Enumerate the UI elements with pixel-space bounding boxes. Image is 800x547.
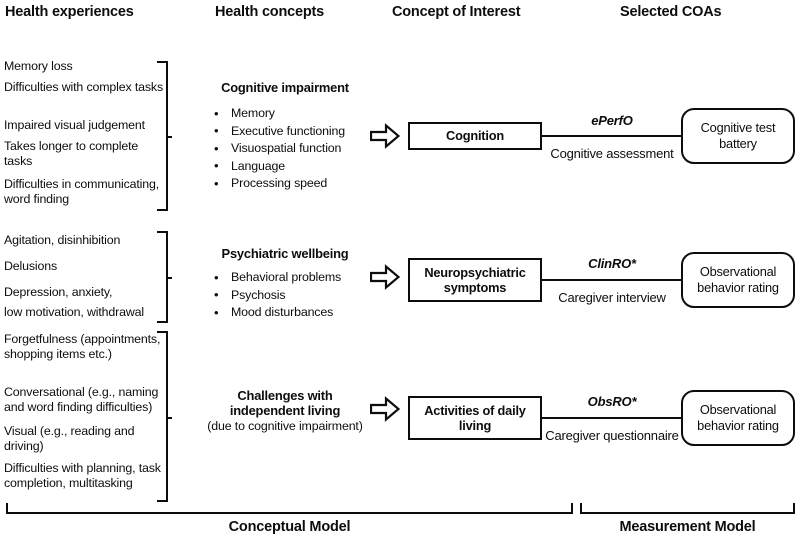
coa-type-label-eperfo: ePerfO [591,113,633,128]
health-experience-item: Depression, anxiety, [4,285,113,299]
health-experience-item: Impaired visual judgement [4,118,145,132]
group-bracket-psychiatric [157,231,172,323]
coa-method-label-caregiver-questionnaire: Caregiver questionnaire [545,428,679,443]
group-bracket-adl [157,331,172,502]
health-experience-item: Conversational (e.g., naming and word fi… [4,385,159,414]
column-header-health-experiences: Health experiences [5,4,134,20]
coa-box-cognitive-test-battery[interactable]: Cognitive test battery [681,108,795,164]
concept-of-interest-box-neuropsychiatric-symptoms[interactable]: Neuropsychiatric symptoms [408,258,542,302]
bottom-bracket-conceptual-model [6,503,573,514]
coa-box-observational-behavior-rating-2[interactable]: Observational behavior rating [681,390,795,446]
concept-title-cognitive-impairment: Cognitive impairment [221,80,349,95]
concept-bullet: Language [212,157,345,176]
concept-title-independent-living: Challenges with independent living [229,388,341,419]
coa-type-label-clinro: ClinRO* [588,256,636,271]
health-experience-item: Forgetfulness (appointments, shopping it… [4,332,161,361]
concept-bullet: Executive functioning [212,122,345,141]
concept-bullet: Psychosis [212,286,341,305]
bottom-label-conceptual-model: Conceptual Model [228,519,351,535]
health-experience-item: low motivation, withdrawal [4,305,145,319]
health-experience-item: Visual (e.g., reading and driving) [4,424,135,453]
concept-of-interest-box-activities-of-daily-living[interactable]: Activities of daily living [408,396,542,440]
health-experience-item: Difficulties with planning, task complet… [4,461,161,490]
concept-bullet: Memory [212,105,345,123]
concept-bullet: Visuospatial function [212,140,345,158]
concept-bullet-list-cognitive: Memory Executive functioning Visuospatia… [212,105,345,193]
bottom-bracket-measurement-model [580,503,795,514]
concept-title-psychiatric-wellbeing: Psychiatric wellbeing [221,246,349,261]
concept-bullet-list-psychiatric: Behavioral problems Psychosis Mood distu… [212,269,341,322]
coa-method-label-caregiver-interview: Caregiver interview [558,290,666,305]
connector-line-cognition [542,135,682,137]
coa-box-observational-behavior-rating-1[interactable]: Observational behavior rating [681,252,795,308]
bracket-tick [166,416,172,419]
health-experience-item: Agitation, disinhibition [4,233,121,247]
concept-bullet: Behavioral problems [212,269,341,287]
group-bracket-cognitive [157,61,172,211]
coa-type-label-obsro: ObsRO* [587,394,637,409]
column-header-health-concepts: Health concepts [215,4,324,20]
health-experience-item: Delusions [4,259,58,273]
flow-arrow-icon [370,396,400,422]
bracket-tick [166,277,172,279]
flow-arrow-icon [370,264,400,290]
connector-line-neuropsychiatric [542,279,682,281]
column-header-concept-of-interest: Concept of Interest [392,4,521,20]
concept-bullet: Processing speed [212,175,345,193]
bracket-tick [166,136,172,138]
concept-bullet: Mood disturbances [212,304,341,322]
health-experience-item: Takes longer to complete tasks [4,139,139,168]
concept-subtitle-independent-living: (due to cognitive impairment) [207,419,363,433]
coa-method-label-cognitive-assessment: Cognitive assessment [550,146,674,161]
concept-of-interest-box-cognition[interactable]: Cognition [408,122,542,150]
health-experience-item: Memory loss [4,59,73,73]
bottom-label-measurement-model: Measurement Model [619,519,756,535]
flow-arrow-icon [370,123,400,149]
connector-line-adl [542,417,682,419]
health-experience-item: Difficulties with complex tasks [4,80,164,94]
column-header-selected-coas: Selected COAs [620,4,722,20]
health-experience-item: Difficulties in communicating, word find… [4,177,160,206]
